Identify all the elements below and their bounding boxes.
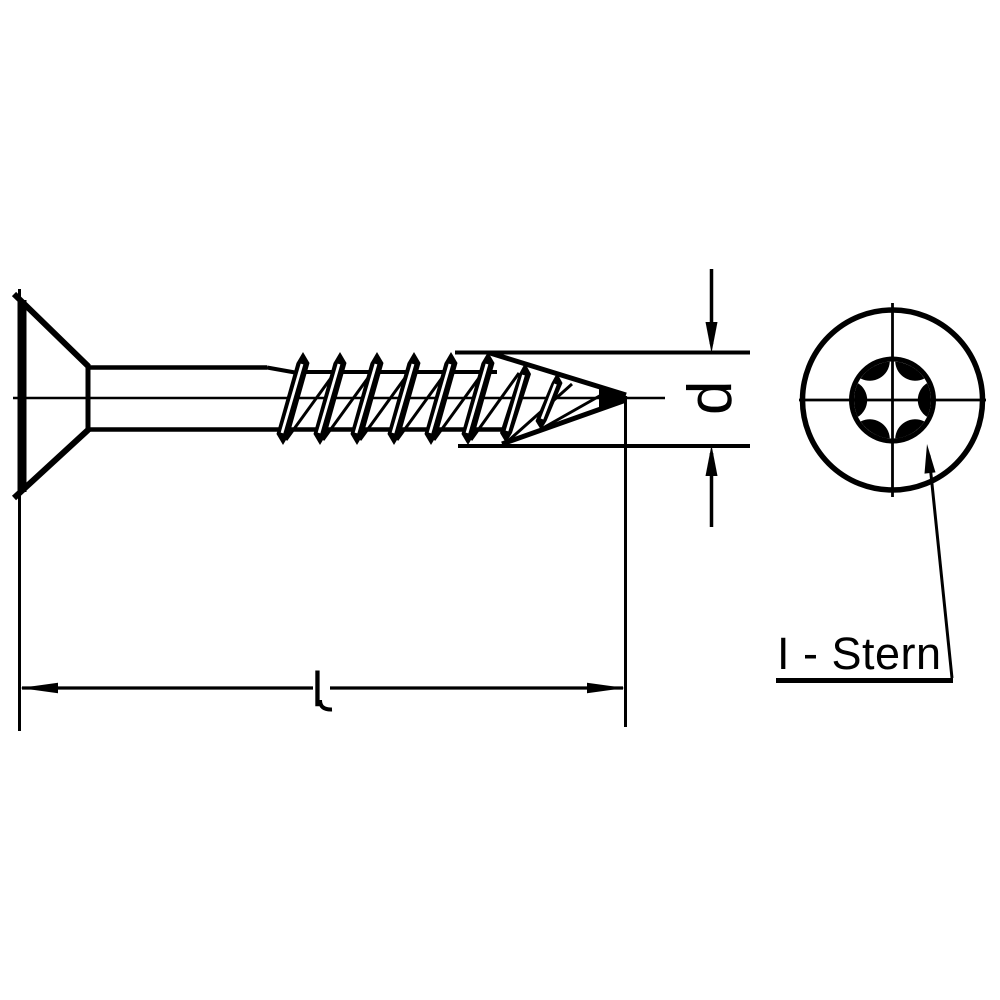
- thread-crest-highlights: [280, 363, 557, 434]
- head-top-chamfer: [11, 291, 91, 369]
- torx-valley: [917, 383, 932, 417]
- thread-root-lines: [284, 370, 604, 443]
- thread-crest-highlight: [428, 363, 452, 434]
- length-label: l: [312, 663, 323, 717]
- torx-valley: [895, 361, 925, 381]
- thread-crest-highlight: [391, 363, 415, 434]
- d-arrow-bottom-head: [705, 445, 718, 476]
- thread-root-line: [542, 392, 604, 430]
- length-arrow-right: [587, 682, 625, 694]
- thread-crest-highlight: [505, 374, 525, 432]
- leader-arrow-head: [924, 444, 936, 474]
- diameter-label: d: [676, 380, 745, 416]
- shank-step-line: [266, 365, 296, 375]
- thread-crest-highlight: [317, 363, 341, 434]
- thread-root-line: [432, 370, 486, 441]
- leader-line: [927, 454, 954, 679]
- drive-type-label: I - Stern: [777, 628, 942, 679]
- taper-bottom-line: [501, 397, 627, 447]
- length-label-hook: [318, 699, 333, 712]
- torx-valley: [860, 419, 890, 439]
- thread-root-line: [358, 370, 412, 441]
- thread-root-line: [284, 370, 338, 441]
- torx-valleys: [853, 361, 932, 439]
- thread-root-line: [321, 370, 375, 441]
- d-arrow-top-head: [705, 322, 718, 353]
- screw-tip: [599, 385, 628, 408]
- torx-valley: [853, 383, 868, 417]
- thread-crest-highlight: [465, 363, 489, 434]
- torx-valley: [860, 361, 890, 381]
- torx-valley: [895, 419, 925, 439]
- thread-crest-highlight: [540, 383, 557, 420]
- thread-root-line: [395, 370, 449, 441]
- thread-root-line: [469, 372, 521, 441]
- length-arrow-left: [20, 682, 58, 694]
- thread-crest-highlight: [280, 363, 304, 434]
- torx-recess-circle: [849, 356, 936, 444]
- thread-crest-highlight: [354, 363, 378, 434]
- head-bottom-chamfer: [11, 427, 91, 501]
